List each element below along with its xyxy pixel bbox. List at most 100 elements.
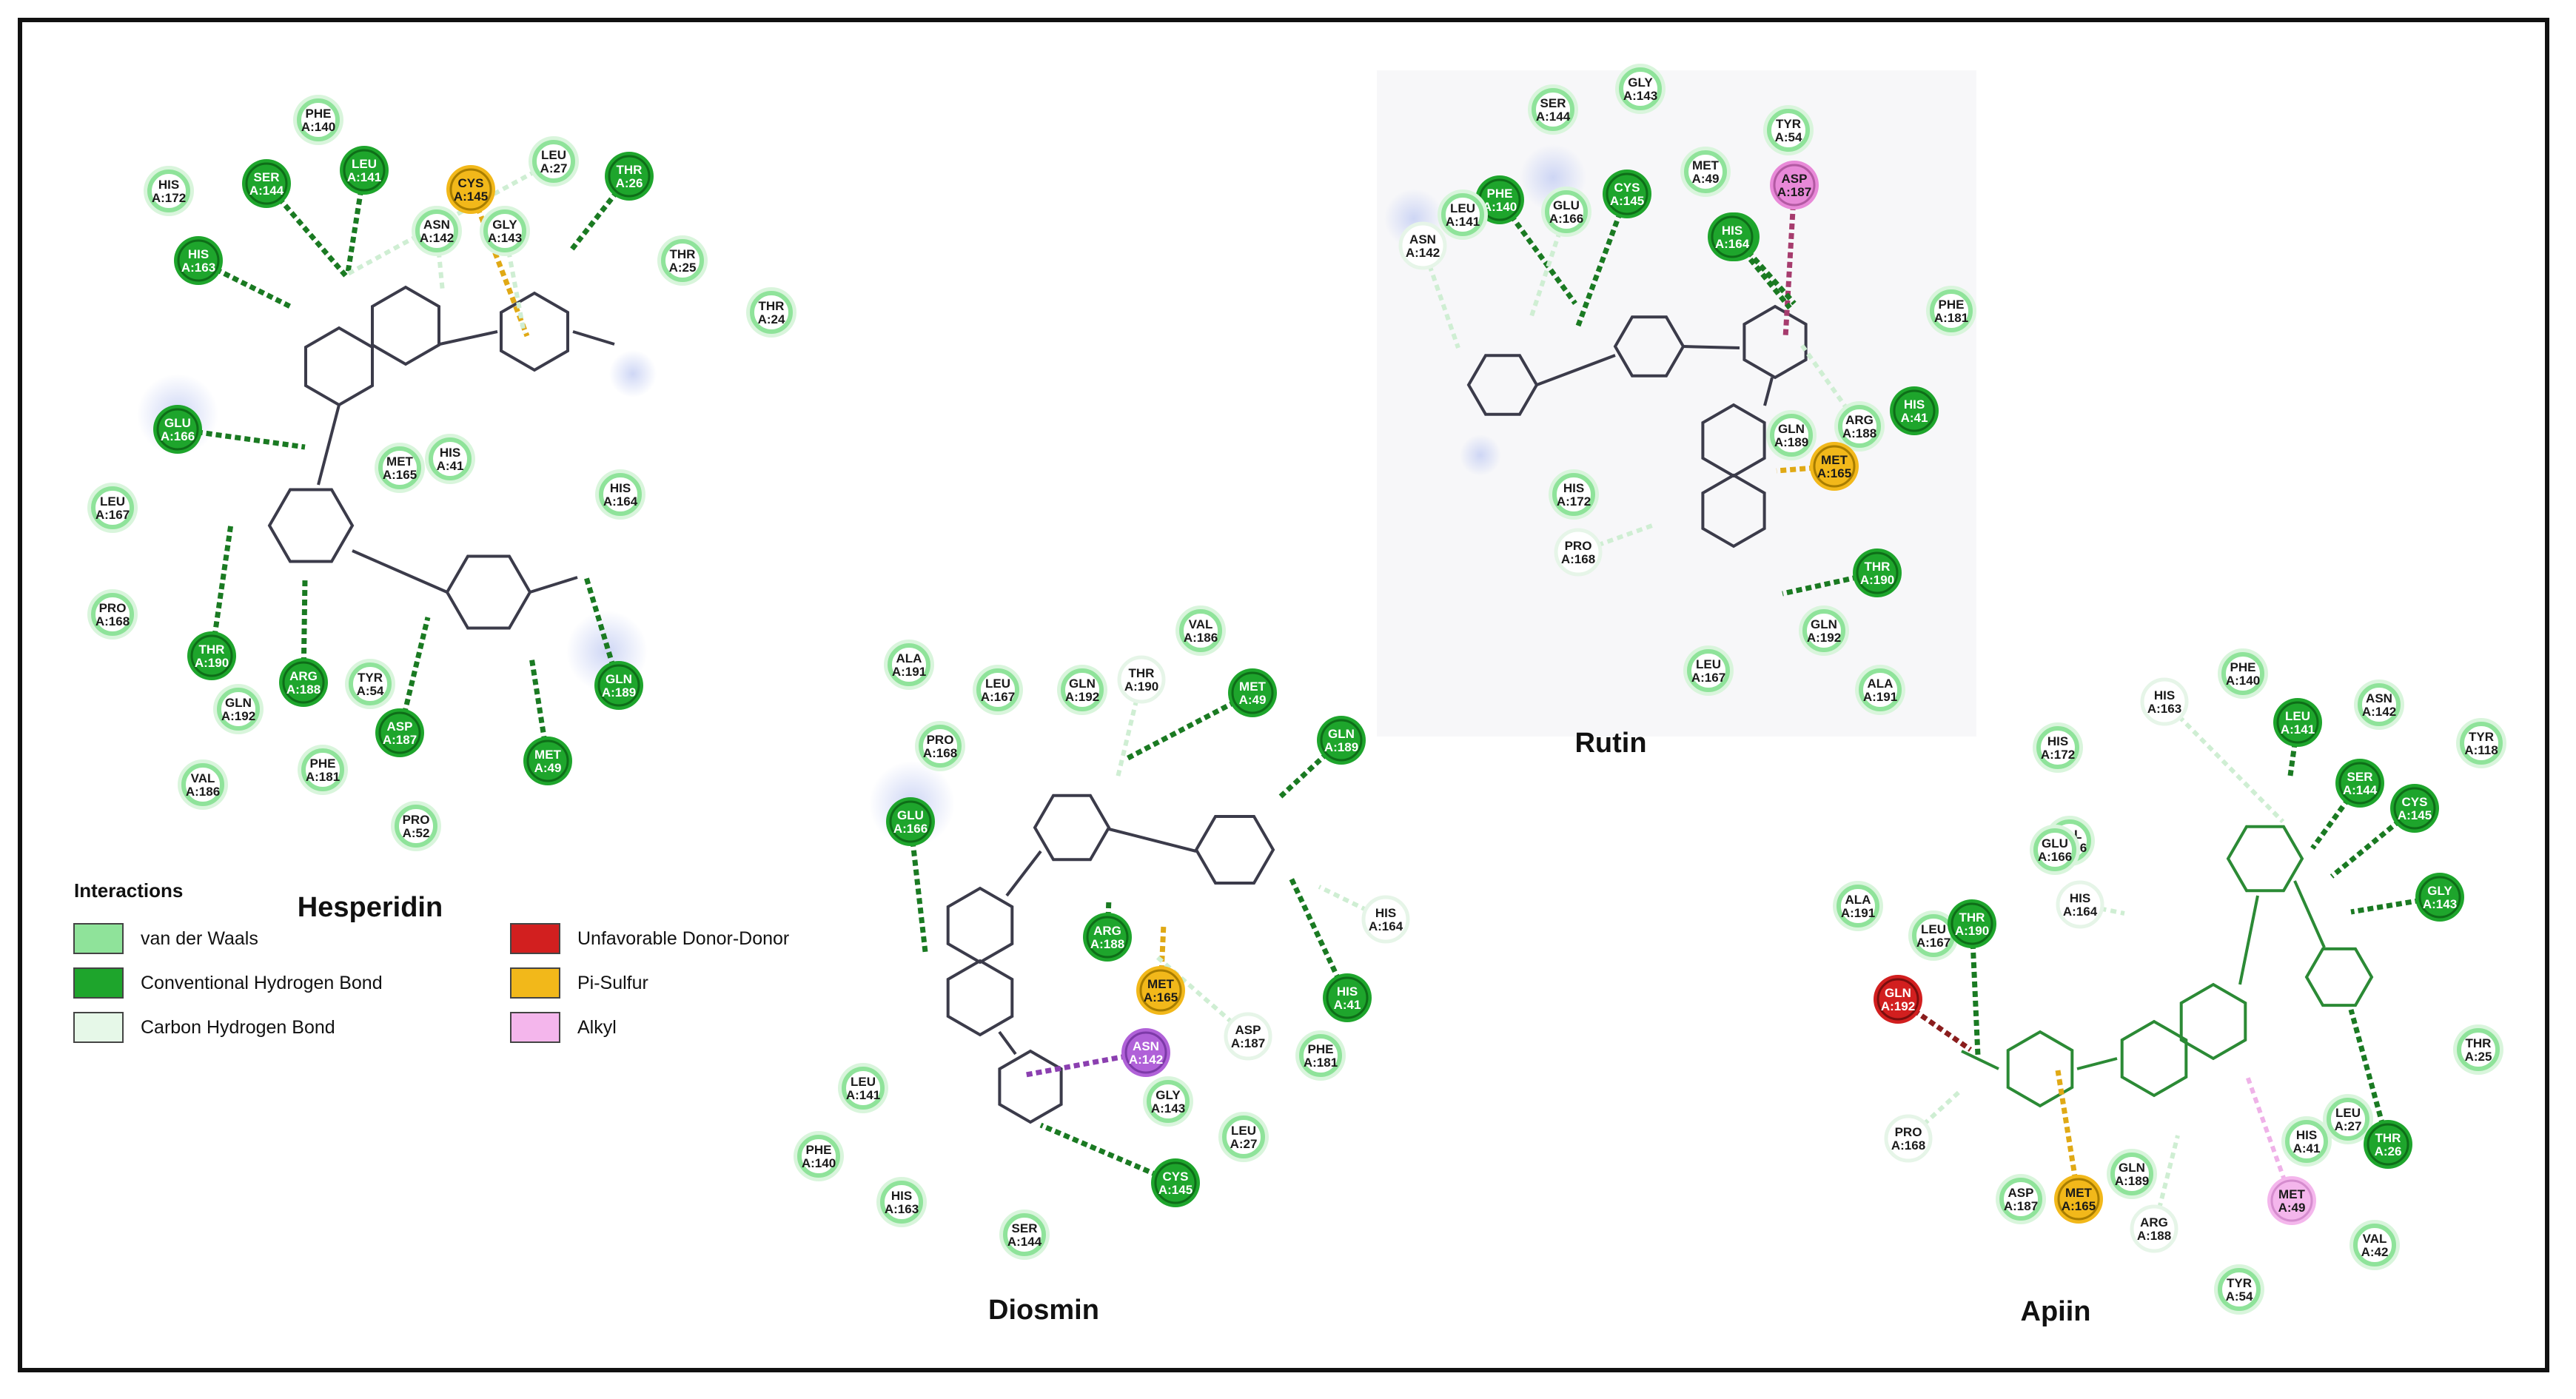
bond [1005, 850, 1042, 897]
residue-id: A:41 [1901, 411, 1928, 425]
residue-disc [1224, 1012, 1272, 1061]
bond [352, 549, 448, 594]
residue-id: A:187 [1777, 185, 1811, 199]
residue-id: A:164 [2063, 905, 2098, 919]
residue-id: A:141 [2281, 722, 2315, 737]
legend-swatch-chb [73, 1012, 124, 1043]
residue-disc [147, 170, 190, 212]
residue-id: A:187 [2004, 1199, 2038, 1213]
interaction-line [1782, 184, 1797, 338]
diosmin-glucose-ring [1033, 794, 1111, 862]
bond [572, 330, 615, 346]
interaction-line [1116, 679, 1144, 778]
residue-id: A:140 [301, 120, 335, 134]
hesperidin-ring-c [371, 285, 440, 366]
residue-disc [976, 668, 1019, 711]
residue-name: CYS [1163, 1170, 1189, 1184]
residue-id: A:166 [2038, 850, 2072, 864]
residue-name: HIS [2296, 1128, 2317, 1142]
residue-name: PHE [1939, 298, 1965, 312]
residue-name: LEU [100, 494, 125, 509]
residue-disc [1061, 668, 1104, 711]
residue-disc [661, 239, 704, 282]
residue-name: GLN [1885, 986, 1911, 1000]
residue-name: HIS [1563, 481, 1584, 495]
residue-disc [1532, 88, 1574, 131]
residue-name: PRO [1895, 1125, 1922, 1139]
residue-disc [1222, 1115, 1265, 1158]
residue-disc [2327, 1098, 2369, 1141]
residue-disc [2418, 876, 2461, 919]
residue-name: ASP [2008, 1186, 2034, 1200]
residue-disc [1086, 916, 1129, 959]
rutin-glucose-ring [1613, 315, 1686, 378]
interaction-line [1039, 1122, 1177, 1186]
residue-disc [1951, 902, 1993, 945]
residue-disc [2460, 722, 2503, 765]
residue-id: A:142 [1406, 246, 1440, 260]
residue-name: HIS [1337, 984, 1358, 999]
interaction-line [529, 657, 551, 762]
interaction-line [568, 174, 631, 254]
residue-name: LEU [851, 1075, 876, 1089]
residue-id: A:167 [95, 508, 130, 522]
residue-id: A:181 [1934, 311, 1968, 325]
residue-name: HIS [2047, 734, 2068, 748]
figure-border [18, 18, 2549, 1372]
residue-name: PHE [310, 756, 336, 771]
residue-disc [395, 805, 437, 848]
residue-id: A:165 [1817, 466, 1851, 480]
residue-disc [1813, 445, 1856, 488]
residue-id: A:142 [2362, 705, 2396, 719]
residue-name: MET [534, 748, 562, 762]
residue-id: A:192 [1065, 690, 1099, 704]
rutin-ring-a [1701, 473, 1766, 548]
residue-name: HIS [1722, 224, 1743, 238]
residue-disc [888, 643, 930, 686]
interaction-line [1529, 211, 1569, 319]
bond [1108, 828, 1197, 853]
residue-name: GLN [606, 672, 632, 686]
residue-name: GLN [225, 696, 252, 710]
residue-id: A:188 [2137, 1229, 2171, 1243]
residue-name: MET [2065, 1186, 2093, 1200]
residue-disc [1999, 1178, 2042, 1221]
residue-id: A:172 [2041, 748, 2075, 762]
legend-label-pis: Pi-Sulfur [577, 973, 648, 993]
residue-name: LEU [1921, 922, 1946, 936]
residue-disc [181, 763, 224, 806]
residue-name: GLN [2119, 1161, 2145, 1175]
residue-id: A:188 [286, 682, 321, 697]
residue-name: LEU [985, 677, 1010, 691]
title-rutin: Rutin [1574, 728, 1646, 759]
residue-id: A:52 [403, 826, 430, 840]
residue-id: A:191 [1841, 906, 1875, 920]
residue-id: A:165 [2062, 1199, 2096, 1213]
residue-id: A:27 [540, 161, 568, 175]
residue-disc [1361, 895, 1410, 944]
residue-disc [1326, 976, 1369, 1019]
residue-disc [2270, 1179, 2313, 1222]
residue-id: A:172 [152, 191, 186, 205]
residue-id: A:167 [1691, 671, 1725, 685]
